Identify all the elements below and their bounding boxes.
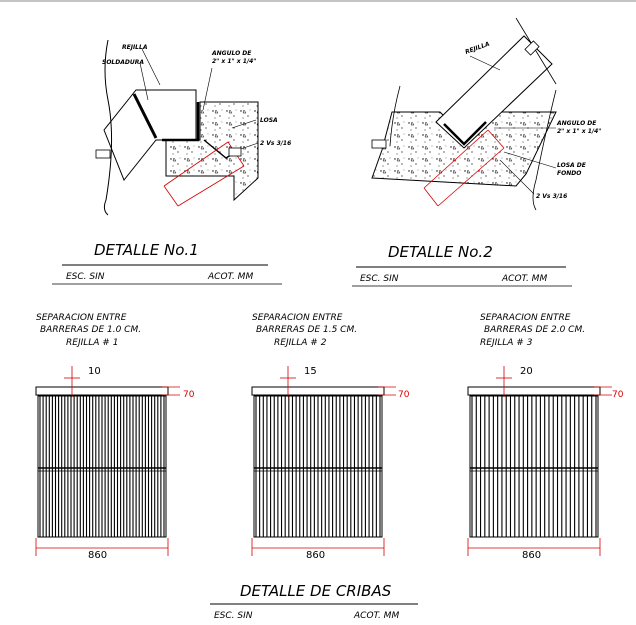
detail-2-title: DETALLE No.2 [388,243,493,261]
detail-1-leader [231,119,257,129]
detail-2-drawing: REJILLA ANGULO DE 2" x 1" x 1/4" LOSA DE… [352,17,601,287]
detail-1-angle [162,102,200,142]
detail-1-soldadura-label: SOLDADURA [102,59,144,66]
detail-2-units: ACOT. MM [501,274,547,284]
detail-1-cut-mark [95,149,111,159]
screen-3-line-1: SEPARACION ENTRE [480,313,571,323]
screen-1-grid [35,366,180,556]
cribas-scale: ESC. SIN [214,611,253,621]
detail-2-leader [469,55,501,71]
screen-1-width-dim: 860 [88,550,107,561]
detail-1-soldadura-leader [139,62,149,101]
screen-1-frame-dim: 70 [183,390,195,400]
detail-1-losa-label: LOSA [260,117,278,124]
detail-2-cut-mark [371,139,387,149]
detail-1-angle-label-2: 2" x 1" x 1/4" [212,58,256,65]
detail-2-cut-mark [524,40,540,56]
detail-1-drawing: REJILLA SOLDADURA ANGULO DE 2" x 1" x 1/… [52,39,291,285]
detail-2-break-line [515,17,557,85]
detail-1-weld [132,93,158,139]
detail-2-losa-label-2: FONDO [557,170,581,177]
detail-2-break-line [389,85,401,147]
detail-2-rejilla-label: REJILLA [464,40,491,55]
detail-2-dim-line [423,129,489,189]
cribas-title: DETALLE DE CRIBAS [240,582,392,600]
screen-2-frame-dim: 70 [398,390,410,400]
detail-1-anchor-label: 2 Vs 3/16 [260,140,291,147]
screen-frame-top [251,386,385,396]
screen-2-width-dim: 860 [306,550,325,561]
detail-1-dim-line [163,141,229,187]
screen-frame-top [467,386,601,396]
screen-1-line-1: SEPARACION ENTRE [36,313,127,323]
screen-2-line-3: REJILLA # 2 [274,338,327,348]
detail-1-title: DETALLE No.1 [94,241,199,259]
detail-2-leader [499,159,535,195]
screen-2-line-2: BARRERAS DE 1.5 CM. [256,325,357,335]
screen-3-frame-dim: 70 [612,390,624,400]
detail-1-break-line [103,39,113,216]
detail-1-rejilla-leader [141,48,161,86]
detail-1-scale: ESC. SIN [66,272,105,282]
detail-2-dim-line [487,129,505,149]
detail-2-anchor-label: 2 Vs 3/16 [536,193,567,200]
detail-2-angle [443,121,487,146]
screen-1-line-3: REJILLA # 1 [66,338,118,348]
detail-2-break-line [532,89,557,211]
detail-2-angle-label-2: 2" x 1" x 1/4" [557,128,601,135]
screen-3: SEPARACION ENTRE BARRERAS DE 2.0 CM. REJ… [467,313,624,561]
detail-2-dim-line [423,187,439,207]
detail-1-rejilla-label: REJILLA [122,44,148,51]
screen-2-line-1: SEPARACION ENTRE [252,313,343,323]
screen-3-line-2: BARRERAS DE 2.0 CM. [484,325,585,335]
screen-3-width-dim: 860 [522,550,541,561]
detail-2-losa-label-1: LOSA DE [557,162,587,169]
screen-1-line-2: BARRERAS DE 1.0 CM. [40,325,141,335]
screen-2-spacing-dim: 15 [304,366,317,377]
detail-2-angle-label-1: ANGULO DE [556,120,597,127]
detail-2-dim-line [437,147,505,207]
detail-2-grating [435,35,553,149]
screen-2: SEPARACION ENTRE BARRERAS DE 1.5 CM. REJ… [251,313,410,561]
detail-1-dim-line [163,185,179,207]
screen-3-line-3: REJILLA # 3 [480,338,533,348]
screen-3-grid [467,366,612,556]
detail-1-leader [202,67,213,111]
detail-2-leader [503,151,557,169]
detail-1-dim-line [177,165,245,207]
screen-1: SEPARACION ENTRE BARRERAS DE 1.0 CM. REJ… [35,313,195,561]
detail-1-units: ACOT. MM [207,272,253,282]
detail-1-angle-label-1: ANGULO DE [211,50,252,57]
screen-frame-top [35,386,169,396]
detail-2-scale: ESC. SIN [360,274,399,284]
screen-2-grid [251,366,396,556]
cribas-units: ACOT. MM [353,611,399,621]
screen-1-spacing-dim: 10 [88,366,101,377]
screen-3-spacing-dim: 20 [520,366,533,377]
detail-1-cut-mark [228,147,242,157]
screen-grid-outline [469,395,599,538]
